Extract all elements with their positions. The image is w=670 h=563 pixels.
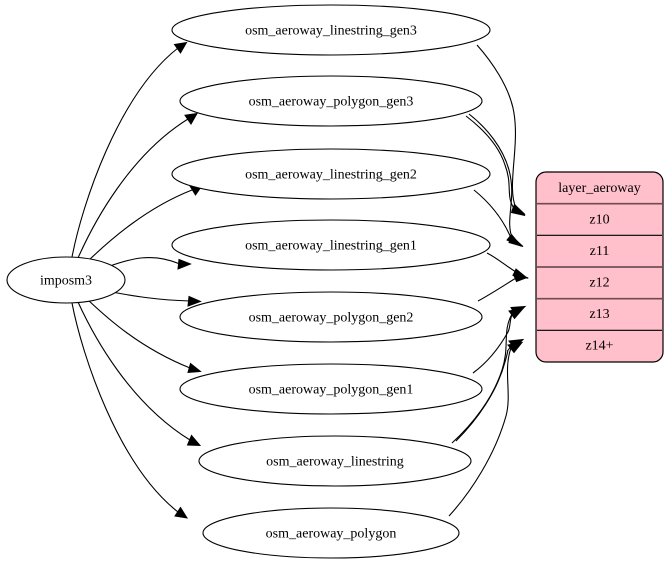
table-header-layer-aeroway: layer_aeroway <box>558 181 640 196</box>
table-node-group: osm_aeroway_linestring_gen3 osm_aeroway_… <box>171 4 491 559</box>
node-label-polygon: osm_aeroway_polygon <box>266 527 397 542</box>
node-label-linestring-gen2: osm_aeroway_linestring_gen2 <box>245 168 417 183</box>
table-row-z11[interactable]: z11 <box>590 244 610 259</box>
table-row-z12[interactable]: z12 <box>589 276 609 291</box>
edge-imposm3-to-polygon-gen1 <box>86 298 202 374</box>
edge-polygon-to-z14 <box>448 341 524 517</box>
node-osm-aeroway-polygon-gen3[interactable]: osm_aeroway_polygon_gen3 <box>179 75 483 127</box>
table-row-z10[interactable]: z10 <box>589 213 609 228</box>
edge-imposm3-to-linestring-gen3 <box>71 41 188 258</box>
edge-imposm3-to-linestring-gen1 <box>109 257 192 270</box>
edge-group-source-to-tables <box>71 41 204 519</box>
node-label-linestring-gen3: osm_aeroway_linestring_gen3 <box>245 24 417 39</box>
node-imposm3[interactable]: imposm3 <box>6 256 126 304</box>
edge-linestring-gen2-to-z11 <box>473 189 522 247</box>
node-osm-aeroway-polygon-gen1[interactable]: osm_aeroway_polygon_gen1 <box>179 363 483 415</box>
node-label-polygon-gen1: osm_aeroway_polygon_gen1 <box>249 383 414 398</box>
edge-imposm3-to-linestring <box>77 301 202 447</box>
node-osm-aeroway-linestring[interactable]: osm_aeroway_linestring <box>198 435 472 487</box>
node-osm-aeroway-polygon-gen2[interactable]: osm_aeroway_polygon_gen2 <box>179 291 483 343</box>
edge-group-tables-to-layer <box>448 44 529 517</box>
edge-imposm3-to-polygon <box>71 302 189 519</box>
edge-polygon-gen2-to-z12 <box>477 273 529 302</box>
node-label-linestring: osm_aeroway_linestring <box>266 455 404 470</box>
edge-imposm3-to-polygon-gen3 <box>77 112 198 259</box>
node-label-linestring-gen1: osm_aeroway_linestring_gen1 <box>245 239 417 254</box>
node-layer-aeroway-table[interactable]: layer_aeroway z10 z11 z12 z13 z14+ <box>535 171 664 363</box>
node-osm-aeroway-linestring-gen3[interactable]: osm_aeroway_linestring_gen3 <box>171 4 491 56</box>
table-row-z14-plus[interactable]: z14+ <box>585 339 613 354</box>
node-osm-aeroway-linestring-gen1[interactable]: osm_aeroway_linestring_gen1 <box>171 219 491 271</box>
edge-polygon-gen3-to-z10 <box>465 115 526 216</box>
table-row-z13[interactable]: z13 <box>589 307 609 322</box>
edge-imposm3-to-polygon-gen2 <box>111 291 202 307</box>
node-osm-aeroway-linestring-gen2[interactable]: osm_aeroway_linestring_gen2 <box>171 148 491 200</box>
node-label-polygon-gen3: osm_aeroway_polygon_gen3 <box>249 95 414 110</box>
node-label-imposm3: imposm3 <box>40 274 92 289</box>
node-osm-aeroway-polygon[interactable]: osm_aeroway_polygon <box>202 507 460 559</box>
edge-linestring-gen1-to-z12 <box>486 252 529 279</box>
edge-linestring-to-z13 <box>451 307 525 444</box>
edge-linestring-gen3-to-z10 <box>476 44 526 215</box>
node-label-polygon-gen2: osm_aeroway_polygon_gen2 <box>249 311 414 326</box>
